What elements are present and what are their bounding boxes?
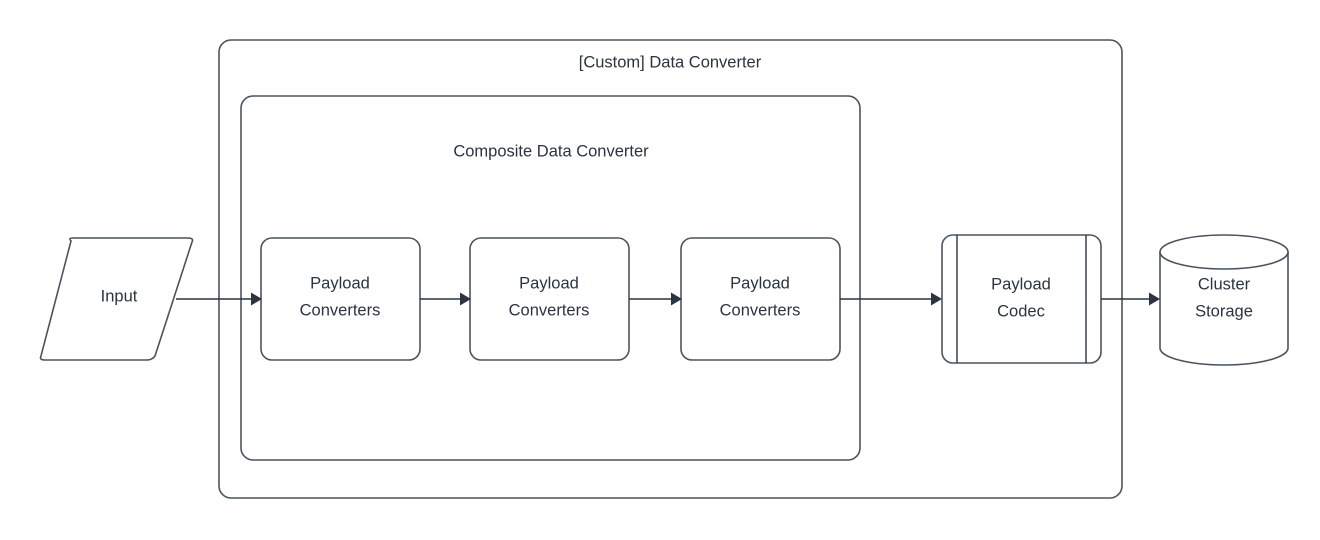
input-label: Input	[101, 287, 138, 305]
cluster-storage-label-line1: Cluster	[1198, 275, 1251, 293]
edge-pc2-to-pc3-arrowhead	[671, 292, 682, 306]
node-cluster-storage[interactable]: Cluster Storage	[1159, 234, 1289, 366]
payload-converters-2-label-line2: Converters	[509, 301, 590, 319]
edge-pc1-to-pc2-arrowhead	[460, 292, 471, 306]
cluster-storage-top-ellipse	[1159, 234, 1289, 270]
payload-converters-3-label-line1: Payload	[730, 274, 790, 292]
container-custom-data-converter[interactable]: [Custom] Data Converter	[218, 39, 1123, 499]
edge-payload-converters-3-to-codec	[840, 292, 942, 306]
payload-converters-2-label-line1: Payload	[519, 274, 579, 292]
edge-input-to-pc1-arrowhead	[251, 292, 262, 306]
node-payload-converters-1[interactable]: Payload Converters	[260, 237, 421, 361]
edge-pc3-to-codec-arrowhead	[931, 292, 942, 306]
cluster-storage-body	[1159, 251, 1289, 366]
payload-codec-shape	[941, 234, 1102, 364]
payload-converters-1-shape	[260, 237, 421, 361]
input-parallelogram-shape	[39, 237, 194, 361]
container-composite-data-converter[interactable]: Composite Data Converter	[240, 95, 861, 461]
node-payload-converters-2[interactable]: Payload Converters	[469, 237, 630, 361]
payload-converters-1-label-line2: Converters	[300, 301, 381, 319]
payload-codec-label-line1: Payload	[991, 275, 1051, 293]
payload-codec-label-line2: Codec	[997, 302, 1045, 320]
node-payload-codec[interactable]: Payload Codec	[941, 234, 1102, 364]
custom-data-converter-label: [Custom] Data Converter	[579, 53, 762, 71]
node-payload-converters-3[interactable]: Payload Converters	[680, 237, 841, 361]
payload-converters-1-label-line1: Payload	[310, 274, 370, 292]
payload-converters-2-shape	[469, 237, 630, 361]
composite-data-converter-border	[240, 95, 861, 461]
node-input[interactable]: Input	[39, 237, 194, 361]
cluster-storage-label-line2: Storage	[1195, 302, 1253, 320]
composite-data-converter-label: Composite Data Converter	[453, 142, 649, 160]
edge-codec-to-cluster-storage	[1101, 292, 1160, 306]
edge-input-to-payload-converters-1	[176, 292, 262, 306]
edge-codec-to-storage-arrowhead	[1149, 292, 1160, 306]
edge-payload-converters-1-to-2	[420, 292, 471, 306]
custom-data-converter-border	[218, 39, 1123, 499]
edge-payload-converters-2-to-3	[629, 292, 682, 306]
payload-converters-3-shape	[680, 237, 841, 361]
payload-converters-3-label-line2: Converters	[720, 301, 801, 319]
